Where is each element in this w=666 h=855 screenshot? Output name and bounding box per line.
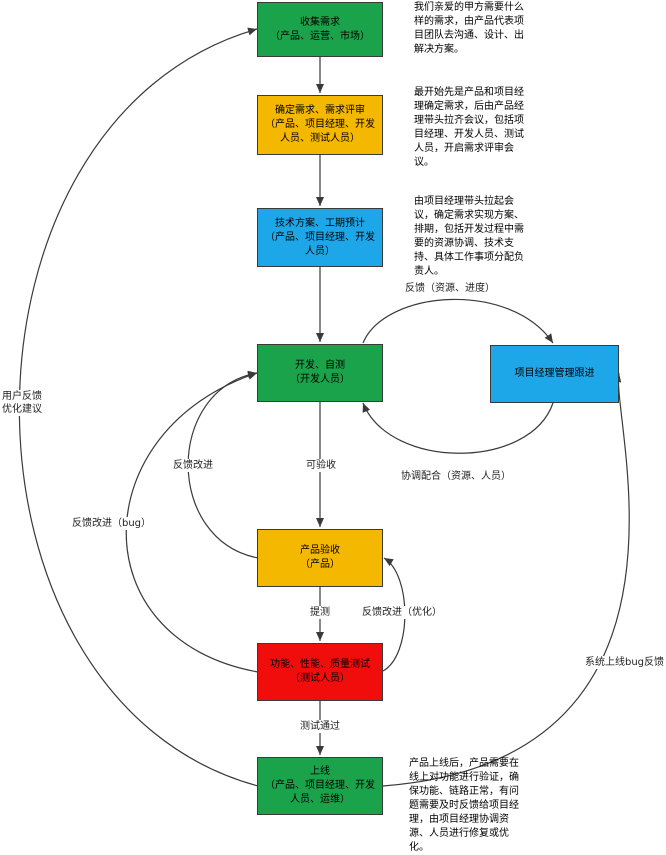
note-confirm: 最开始先是产品和项目经 理确定需求，后由产品经 理带头拉齐会议，包括项 目经理、… <box>414 87 524 168</box>
label-coordinate: 协调配合（资源、人员） <box>401 470 511 483</box>
label-submit-test: 提测 <box>309 606 331 619</box>
node-collect-requirements: 收集需求 （产品、运营、市场） <box>257 2 383 57</box>
node-launch: 上线 （产品、项目经理、开发 人员、运维） <box>257 757 383 815</box>
node-tech-plan: 技术方案、工期预计 （产品、项目经理、开发 人员） <box>257 208 383 267</box>
label-test-passed: 测试通过 <box>299 720 341 733</box>
label-feedback-bug: 反馈改进（bug） <box>72 517 152 530</box>
arrow-launch-to-pm <box>382 372 630 787</box>
label-feedback-optimize: 反馈改进（优化） <box>362 606 442 619</box>
label-online-bug: 系统上线bug反馈 <box>585 656 665 669</box>
label-user-feedback: 用户反馈 优化建议 <box>2 390 42 416</box>
arrow-pm-to-dev <box>362 402 554 454</box>
label-feedback-improve: 反馈改进 <box>173 459 213 472</box>
arrow-dev-to-pm <box>362 298 554 344</box>
label-verifiable: 可验收 <box>305 459 337 472</box>
arrow-launch-to-collect <box>18 27 259 787</box>
node-pm-tracking: 项目经理管理跟进 <box>490 345 619 403</box>
node-testing: 功能、性能、质量测试 （测试人员） <box>257 643 383 701</box>
node-dev-selftest: 开发、自测 （开发人员） <box>257 344 383 402</box>
note-tech: 由项目经理带头拉起会 议，确定需求实现方案、 排期，包括开发过程中需 要的资源协… <box>414 196 524 277</box>
label-feedback-resources: 反馈（资源、进度） <box>405 282 495 295</box>
arrow-test-to-dev <box>125 372 259 673</box>
note-collect: 我们亲爱的甲方需要什么 样的需求，由产品代表项 目团队去沟通、设计、出 解决方案… <box>414 2 524 55</box>
node-product-acceptance: 产品验收 （产品） <box>257 529 383 587</box>
node-confirm-requirements: 确定需求、需求评审 （产品、项目经理、开发 人员、测试人员） <box>257 95 383 155</box>
note-launch: 产品上线后，产品需要在 线上对功能进行验证，确 保功能、链路正常，有问 题需要及… <box>409 758 519 853</box>
